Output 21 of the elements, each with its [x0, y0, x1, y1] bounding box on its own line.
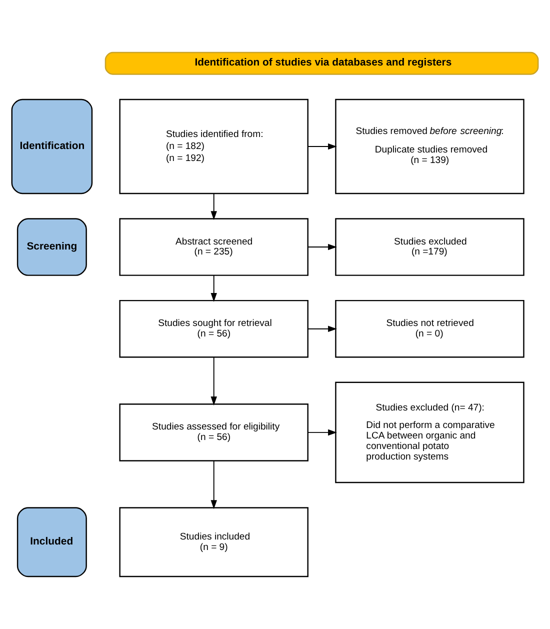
arrow — [307, 326, 337, 332]
node-box: Identification — [11, 98, 93, 194]
node-box: Studies assessed for eligibility (n = 56) — [119, 404, 308, 462]
node-box: Studies excluded (n= 47): Did not perform a comparative LCA between organic and conventional potato production systems — [335, 382, 524, 484]
node-box: Abstract screened (n = 235) — [119, 218, 308, 276]
node-box: Studies sought for retrieval (n = 56) — [119, 300, 308, 358]
node-box: Studies not retrieved (n = 0) — [335, 300, 524, 358]
arrow — [210, 274, 217, 302]
arrow — [210, 356, 217, 406]
node-box: Studies excluded (n =179) — [335, 218, 524, 276]
arrow — [210, 460, 217, 510]
node-box: Identification of studies via databases and registers — [104, 52, 539, 75]
node-box: Studies removed before screening: Duplicate studies removed (n = 139) — [335, 98, 524, 194]
arrow — [307, 429, 337, 436]
arrow — [210, 193, 217, 220]
node-box: Studies identified from: (n = 182) (n = 192) — [119, 98, 308, 194]
arrow — [307, 143, 337, 150]
node-box: Screening — [16, 218, 87, 276]
node-box: Studies included (n = 9) — [119, 507, 308, 578]
arrow — [307, 244, 337, 250]
node-box: Included — [16, 507, 87, 578]
